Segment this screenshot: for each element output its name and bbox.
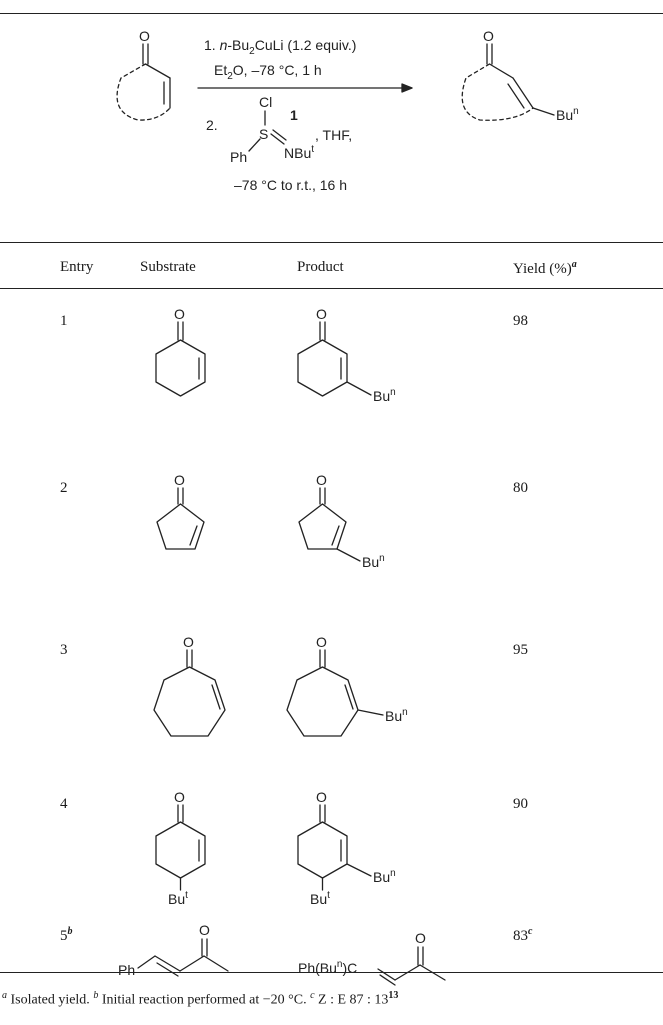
yield-5: 83c	[513, 926, 533, 944]
substrate-1-cyclohexenone: O	[155, 306, 206, 397]
oxygen-label: O	[483, 28, 494, 44]
yield-2: 80	[513, 480, 528, 496]
substrate-5-benzylideneacetone: Ph O	[118, 922, 229, 978]
oxygen-label: O	[316, 306, 327, 322]
oxygen-label: O	[415, 930, 426, 946]
column-header-yield: Yield (%)a	[513, 259, 577, 277]
oxygen-label: O	[174, 306, 185, 322]
oxygen-label: O	[316, 789, 327, 805]
but-label: But	[168, 890, 188, 907]
arrow-head	[401, 83, 413, 93]
entry-1: 1	[60, 313, 68, 329]
phenyl-label: Ph	[118, 962, 135, 978]
oxygen-label: O	[174, 789, 185, 805]
bun-label: Bun	[385, 707, 408, 724]
oxygen-label: O	[316, 472, 327, 488]
substrate-3-cycloheptenone: O	[153, 634, 226, 737]
product-1-butyl-cyclohexenone: O Bun	[297, 306, 396, 404]
condition-1-text: 1. n-Bu2CuLi (1.2 equiv.)	[204, 37, 356, 57]
entry-5: 5b	[60, 926, 73, 944]
product-4-butyl-tbutyl-cyclohexenone: O Bun But	[297, 789, 396, 907]
yield-1: 98	[513, 313, 528, 329]
header-top-rule	[0, 242, 663, 243]
but-label: But	[310, 890, 330, 907]
bun-label: Bun	[373, 387, 396, 404]
table-top-rule	[0, 13, 663, 14]
bun-label: Bun	[362, 553, 385, 570]
product-5-phenyl-heptenone: Ph(Bun)C O	[298, 930, 446, 986]
substrate-4-tbutyl-cyclohexenone: O But	[155, 789, 206, 907]
condition-1-solvent-text: Et2O, –78 °C, 1 h	[214, 62, 322, 82]
generic-enone-structure: O	[116, 28, 171, 121]
table-bottom-rule	[0, 972, 663, 973]
product-3-butyl-cycloheptenone: O Bun	[286, 634, 408, 737]
condition-2-label: 2.	[206, 117, 218, 133]
generic-product-structure: O Bun	[461, 28, 579, 123]
oxygen-label: O	[316, 634, 327, 650]
footnotes: a Isolated yield. b Initial reaction per…	[2, 990, 399, 1008]
oxygen-label: O	[199, 922, 210, 938]
substrate-2-cyclopentenone: O	[156, 472, 205, 550]
phbunc-label: Ph(Bun)C	[298, 959, 357, 976]
yield-3: 95	[513, 642, 528, 658]
oxygen-label: O	[139, 28, 150, 44]
phenyl-label: Ph	[230, 149, 247, 165]
entry-3: 3	[60, 642, 68, 658]
sulfinimidoyl-chloride-structure: Cl S Ph NBut 1 , THF,	[230, 94, 352, 165]
nbu-label: NBut	[284, 144, 314, 161]
header-bottom-rule	[0, 288, 663, 289]
oxygen-label: O	[183, 634, 194, 650]
yield-4: 90	[513, 796, 528, 812]
condition-2-temp: –78 °C to r.t., 16 h	[234, 177, 347, 193]
sulfur-label: S	[259, 126, 268, 142]
entry-4: 4	[60, 796, 68, 812]
chlorine-label: Cl	[259, 94, 272, 110]
table-structures: O O Bun O O Bun O O	[118, 306, 446, 986]
entry-2: 2	[60, 480, 68, 496]
reagent-tail: , THF,	[315, 127, 352, 143]
oxygen-label: O	[174, 472, 185, 488]
product-2-butyl-cyclopentenone: O Bun	[298, 472, 385, 570]
bun-label: Bun	[373, 868, 396, 885]
reaction-scheme: O 1. n-Bu2CuLi (1.2 equiv.) Et2O, –78 °C…	[116, 28, 579, 193]
column-header-entry: Entry	[60, 259, 94, 275]
bun-label: Bun	[556, 106, 579, 123]
reagent-number: 1	[290, 107, 298, 123]
column-header-product: Product	[297, 259, 344, 275]
column-header-substrate: Substrate	[140, 259, 196, 275]
